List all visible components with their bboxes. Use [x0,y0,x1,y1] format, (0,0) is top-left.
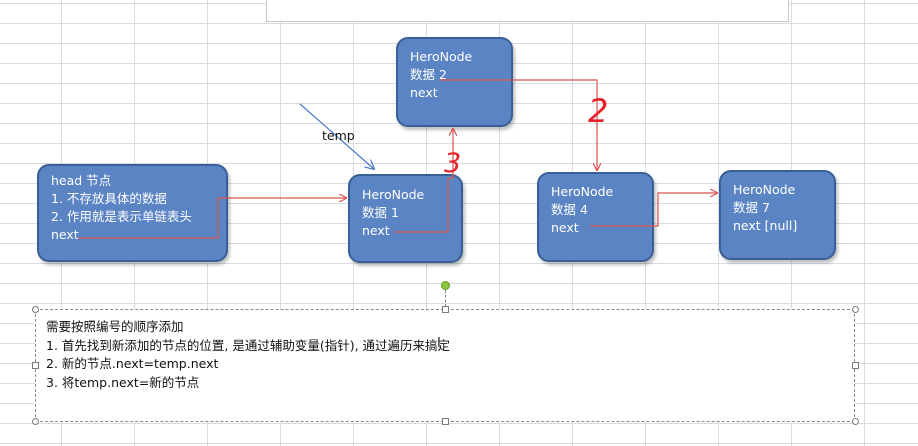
hero-node-1-class: HeroNode [362,187,425,202]
arrow-node2-to-node4 [440,79,597,170]
rotation-handle[interactable] [441,281,450,290]
note-line-3: 3. 将temp.next=新的节点 [46,374,200,390]
resize-handle-top-left[interactable] [32,306,39,313]
temp-label: temp [322,128,355,143]
rotation-handle-line [445,290,446,307]
hero-node-2[interactable]: HeroNode 数据 2 next [396,37,513,127]
resize-handle-top-right[interactable] [852,306,859,313]
hero-node-4-class: HeroNode [551,184,614,199]
hero-node-2-class: HeroNode [410,49,473,64]
hero-node-7-data: 数据 7 [733,200,770,215]
head-node[interactable]: head 节点 1. 不存放具体的数据 2. 作用就是表示单链表头 next [37,164,228,262]
resize-handle-top[interactable] [442,306,449,313]
hero-node-4-next: next [551,220,579,235]
hero-node-4-data: 数据 4 [551,202,588,217]
hero-node-2-data: 数据 2 [410,67,447,82]
head-node-next: next [51,227,79,242]
handwritten-step-3: 3 [444,148,461,179]
note-line-2: 2. 新的节点.next=temp.next [46,356,219,371]
resize-handle-left[interactable] [32,362,39,369]
note-textbox[interactable]: 需要按照编号的顺序添加 1. 首先找到新添加的节点的位置, 是通过辅助变量(指针… [35,309,855,422]
head-node-desc-2: 2. 作用就是表示单链表头 [51,209,192,224]
resize-handle-bottom[interactable] [442,418,449,425]
hero-node-7[interactable]: HeroNode 数据 7 next [null] [719,170,836,260]
arrow-head-to-node1 [78,198,346,239]
head-node-desc-1: 1. 不存放具体的数据 [51,191,167,206]
hero-node-1-data: 数据 1 [362,205,399,220]
text-cursor-icon: Ⅰ [437,336,441,351]
resize-handle-bottom-left[interactable] [32,418,39,425]
head-node-title: head 节点 [51,173,112,188]
temp-arrow [299,103,374,169]
note-title: 需要按照编号的顺序添加 [46,319,184,334]
hero-node-1-next: next [362,223,390,238]
arrow-node4-to-node7 [590,193,717,227]
hero-node-1[interactable]: HeroNode 数据 1 next [348,174,463,263]
resize-handle-right[interactable] [852,362,859,369]
hero-node-7-class: HeroNode [733,182,796,197]
handwritten-step-2: 2 [588,92,608,130]
hero-node-7-next: next [null] [733,218,798,233]
hero-node-2-next: next [410,85,438,100]
hero-node-4[interactable]: HeroNode 数据 4 next [537,172,654,262]
note-line-1: 1. 首先找到新添加的节点的位置, 是通过辅助变量(指针), 通过遍历来搞定 [46,337,451,353]
resize-handle-bottom-right[interactable] [852,418,859,425]
top-shape[interactable] [266,0,789,22]
arrow-node1-to-node2 [395,129,453,233]
